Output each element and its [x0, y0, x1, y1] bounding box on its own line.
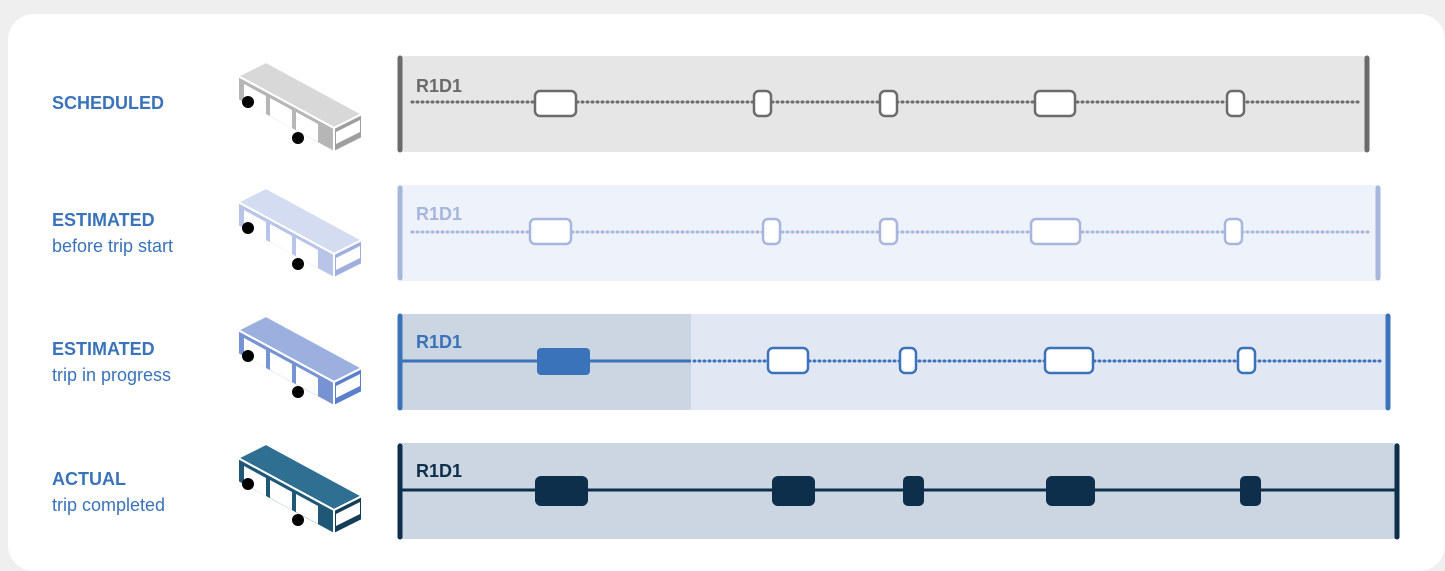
row-label-actual: ACTUAL trip completed	[52, 466, 165, 518]
row-title: ESTIMATED	[52, 210, 155, 230]
route-label: R1D1	[416, 204, 462, 224]
stop-marker	[903, 476, 924, 506]
track-scheduled: R1D1	[397, 55, 1370, 153]
bus-icon	[236, 186, 364, 280]
track-actual: R1D1	[397, 443, 1400, 540]
stop-marker	[1046, 476, 1095, 506]
stop-marker	[752, 89, 773, 118]
stop-marker	[1033, 89, 1077, 118]
row-title: ACTUAL	[52, 469, 126, 489]
stop-marker	[772, 476, 815, 506]
stop-marker	[535, 476, 588, 506]
route-label: R1D1	[416, 461, 462, 481]
stop-marker	[1223, 217, 1244, 246]
track-estimated-progress: R1D1	[397, 313, 1391, 411]
stop-marker	[533, 89, 578, 118]
stop-marker	[537, 348, 590, 375]
stop-marker	[528, 217, 573, 246]
row-subtitle: trip completed	[52, 495, 166, 515]
row-subtitle: trip in progress	[52, 365, 172, 385]
bus-icon	[236, 60, 364, 154]
row-label-scheduled: SCHEDULED	[52, 90, 164, 116]
row-title: ESTIMATED	[52, 339, 155, 359]
stop-marker	[761, 217, 782, 246]
stop-marker	[1225, 89, 1246, 118]
stop-marker	[766, 346, 810, 375]
stop-marker	[1240, 476, 1261, 506]
bus-icon	[236, 442, 364, 536]
stop-marker	[898, 346, 918, 375]
route-label: R1D1	[416, 76, 462, 96]
stop-marker	[1029, 217, 1082, 246]
row-title: SCHEDULED	[52, 93, 165, 113]
stop-marker	[878, 89, 899, 118]
bus-icon	[236, 314, 364, 408]
stop-marker	[1236, 346, 1257, 375]
row-label-estimated-before: ESTIMATED before trip start	[52, 207, 173, 259]
track-estimated-before: R1D1	[397, 185, 1381, 281]
row-subtitle: before trip start	[52, 236, 174, 256]
stop-marker	[878, 217, 899, 246]
route-label: R1D1	[416, 332, 462, 352]
stop-marker	[1043, 346, 1095, 375]
row-label-estimated-progress: ESTIMATED trip in progress	[52, 336, 171, 388]
